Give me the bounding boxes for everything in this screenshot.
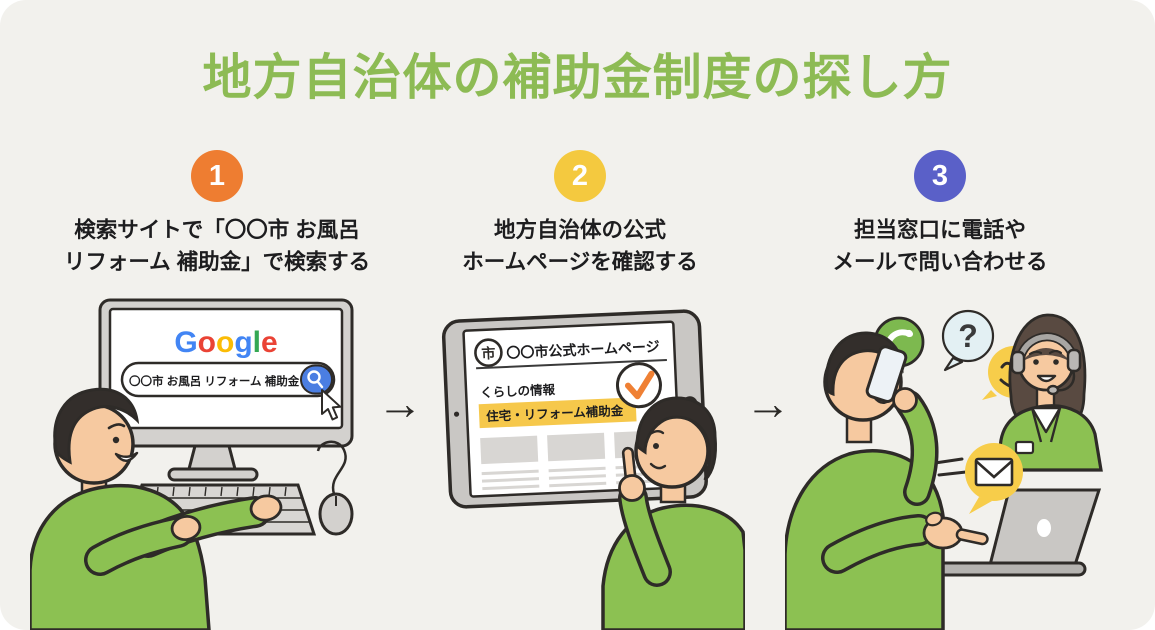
check-icon	[615, 362, 662, 409]
search-button[interactable]	[300, 364, 333, 395]
step-3-header: 3 担当窓口に電話や メールで問い合わせる	[760, 150, 1120, 279]
step-2-header: 2 地方自治体の公式 ホームページを確認する	[400, 150, 760, 279]
person-searching	[30, 387, 283, 630]
highlight-link-bar[interactable]	[478, 397, 637, 429]
envelope-icon	[974, 457, 1014, 487]
question-mark: ?	[958, 318, 978, 354]
step-3-label-line1: 担当窓口に電話や	[853, 218, 1026, 242]
step-1-label: 検索サイトで「〇〇市 お風呂 リフォーム 補助金」で検索する	[37, 214, 397, 279]
cursor-icon	[321, 389, 342, 421]
computer-mouse	[316, 440, 354, 536]
step-2-label-line1: 地方自治体の公式	[493, 218, 666, 242]
magnifier-icon	[307, 370, 324, 389]
google-logo: Google	[174, 326, 277, 359]
illustration-website: 市 〇〇市公式ホームページ くらしの情報 住宅・リフォーム補助金	[441, 309, 745, 630]
arrow-step2-to-step3: →	[745, 377, 791, 429]
mail-bubble	[933, 443, 1023, 514]
illustration-contact: ?	[785, 309, 1103, 630]
site-title: 〇〇市公式ホームページ	[506, 338, 660, 361]
desktop-monitor: Google 〇〇市 お風呂 リフォーム 補助金	[98, 298, 354, 482]
step-2-label-line2: ホームページを確認する	[462, 250, 698, 275]
question-bubble: ?	[941, 309, 995, 372]
support-agent	[995, 313, 1103, 472]
illustration-search: Google 〇〇市 お風呂 リフォーム 補助金	[30, 298, 354, 630]
step-1-label-line2: リフォーム 補助金」で検索する	[63, 250, 371, 275]
person-searching-hair	[53, 387, 140, 465]
highlight-link-text[interactable]: 住宅・リフォーム補助金	[486, 403, 624, 424]
headset-icon	[1010, 332, 1082, 396]
search-input[interactable]	[120, 361, 336, 398]
smartphone	[865, 345, 908, 403]
person-calling	[785, 331, 989, 630]
arrow-step1-to-step2: →	[377, 377, 423, 429]
page-title: 地方自治体の補助金制度の探し方	[202, 51, 953, 105]
tablet-camera	[453, 411, 460, 417]
step-1-number-badge: 1	[191, 150, 243, 202]
city-emblem-icon: 市	[474, 338, 503, 368]
step-3-label: 担当窓口に電話や メールで問い合わせる	[760, 214, 1120, 279]
monitor-stand	[187, 444, 237, 471]
step-1-header: 1 検索サイトで「〇〇市 お風呂 リフォーム 補助金」で検索する	[37, 150, 397, 279]
step-2-number-badge: 2	[554, 150, 606, 202]
step-2-label: 地方自治体の公式 ホームページを確認する	[400, 214, 760, 279]
name-badge	[1014, 440, 1035, 455]
laptop	[916, 488, 1102, 577]
step-3-label-line2: メールで問い合わせる	[832, 250, 1048, 275]
search-query-text: 〇〇市 お風呂 リフォーム 補助金	[129, 374, 300, 388]
section-label: くらしの情報	[480, 382, 556, 400]
svg-text:市: 市	[481, 345, 496, 362]
person-pointing	[601, 396, 745, 630]
monitor-base	[167, 467, 259, 482]
step-1-label-line1: 検索サイトで「〇〇市 お風呂	[74, 218, 360, 242]
step-3-number-badge: 3	[914, 150, 966, 202]
person-pointing-hair	[635, 396, 717, 482]
